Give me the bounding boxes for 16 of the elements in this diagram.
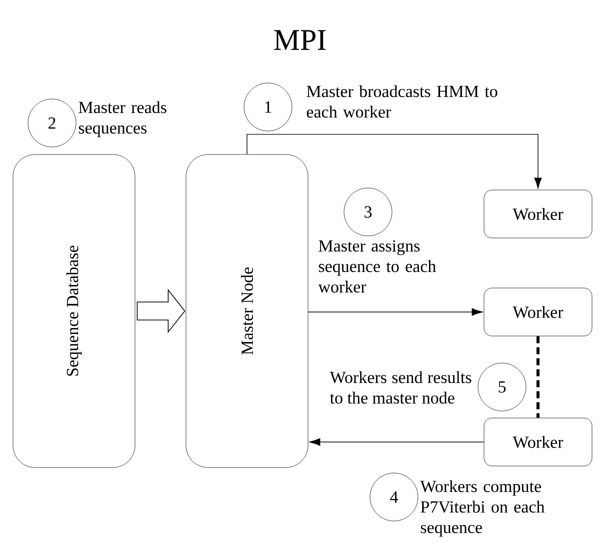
dashed-line <box>536 336 540 418</box>
arrow <box>309 438 484 446</box>
annotation-text: Master assigns sequence to each worker <box>318 240 436 293</box>
annotation-text: Workers compute P7Viterbi on each sequence <box>420 480 545 537</box>
title: MPI <box>274 30 326 50</box>
worker-box: Worker <box>484 418 592 466</box>
annotation-text: Workers send results to the master node <box>330 371 472 404</box>
annotation-text: Master broadcasts HMM to each worker <box>306 85 498 118</box>
worker-box: Worker <box>484 190 592 238</box>
process-box: Sequence Database <box>12 154 136 468</box>
process-box: Master Node <box>186 154 308 468</box>
arrow <box>246 134 542 189</box>
worker-box: Worker <box>484 288 592 336</box>
arrow <box>308 308 483 316</box>
annotation-text: Master reads sequences <box>78 101 166 138</box>
block-arrow <box>136 288 186 334</box>
